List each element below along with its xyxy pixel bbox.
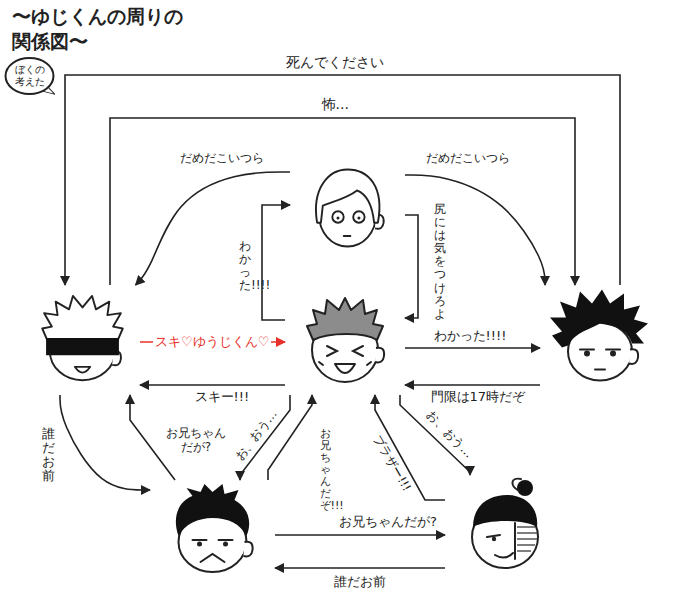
face-stroke bbox=[335, 364, 355, 373]
face-stroke bbox=[201, 554, 225, 562]
face-stroke bbox=[492, 537, 496, 541]
relation-label: 誰だお前 bbox=[332, 574, 388, 590]
relation-label: 門限は17時だぞ bbox=[429, 389, 528, 405]
relation-arrow bbox=[275, 534, 445, 536]
relation-arrow bbox=[268, 395, 312, 480]
relation-label: 尻には気をつけろよ bbox=[434, 203, 446, 322]
face-stroke bbox=[344, 235, 351, 237]
character-face bbox=[285, 285, 405, 395]
relation-label: だめだこいつら bbox=[178, 151, 266, 165]
face-drawing bbox=[540, 285, 660, 390]
face-stroke bbox=[584, 351, 590, 357]
relation-label: 死んでください bbox=[284, 54, 386, 71]
relation-arrow bbox=[65, 75, 620, 285]
face-stroke bbox=[610, 351, 616, 357]
character-face bbox=[290, 160, 405, 255]
face-stroke bbox=[223, 542, 228, 547]
face-drawing bbox=[25, 285, 140, 395]
face-stroke bbox=[244, 542, 253, 557]
relation-arrow bbox=[140, 384, 285, 386]
relation-arrow bbox=[262, 205, 290, 320]
relation-arrow bbox=[405, 175, 545, 285]
face-stroke bbox=[514, 523, 516, 559]
relation-label: 怖... bbox=[320, 96, 351, 113]
character-face bbox=[445, 475, 565, 575]
diagram-title: 〜ゆじくんの周りの 関係図〜 bbox=[12, 4, 207, 53]
relation-arrow bbox=[60, 395, 150, 490]
face-stroke bbox=[487, 535, 500, 537]
relation-label: だめだこいつら bbox=[424, 151, 512, 165]
face-drawing bbox=[290, 160, 405, 255]
face-stroke bbox=[193, 539, 233, 541]
face-stroke bbox=[512, 479, 521, 491]
face-stroke bbox=[580, 349, 620, 351]
relation-arrow bbox=[405, 384, 540, 386]
face-stroke bbox=[517, 480, 533, 496]
character-face bbox=[150, 480, 275, 580]
speech-bubble: ぼくの考えた bbox=[4, 56, 55, 96]
face-stroke bbox=[46, 338, 119, 355]
face-stroke bbox=[307, 298, 383, 340]
face-stroke bbox=[473, 495, 537, 527]
face-stroke bbox=[629, 349, 638, 364]
face-stroke bbox=[357, 216, 360, 219]
face-stroke bbox=[353, 346, 363, 356]
face-drawing bbox=[445, 475, 565, 575]
face-stroke bbox=[353, 211, 364, 222]
face-stroke bbox=[75, 367, 90, 373]
character-face bbox=[25, 285, 140, 395]
bubble-stroke bbox=[6, 58, 54, 94]
relation-label: スキー!!! bbox=[193, 389, 252, 405]
character-face bbox=[540, 285, 660, 390]
relation-label: お兄ちゃんだぞ!!! bbox=[320, 428, 331, 513]
relation-arrow bbox=[110, 118, 575, 285]
relation-label: 誰だお前 bbox=[42, 427, 55, 484]
relation-arrow bbox=[405, 347, 540, 349]
face-stroke bbox=[550, 290, 648, 348]
face-stroke bbox=[517, 527, 537, 551]
face-drawing bbox=[285, 285, 405, 395]
relation-label: お兄ちゃんだが? bbox=[337, 514, 439, 530]
relation-label: お、おう… bbox=[231, 406, 282, 465]
face-stroke bbox=[595, 369, 605, 371]
bubble-text: ぼくの考えた bbox=[13, 64, 46, 88]
face-drawing bbox=[150, 480, 275, 580]
face-stroke bbox=[336, 216, 339, 219]
face-stroke bbox=[332, 211, 343, 222]
relation-label: スキ♡ゆうじくん♡ bbox=[153, 334, 271, 350]
relation-label: わかった!!!! bbox=[239, 240, 251, 293]
face-stroke bbox=[375, 348, 384, 363]
face-stroke bbox=[42, 296, 123, 342]
face-stroke bbox=[495, 553, 513, 558]
face-stroke bbox=[319, 362, 371, 365]
relation-label: わかった!!!! bbox=[432, 328, 509, 344]
relation-label: お兄ちゃんだが? bbox=[164, 426, 228, 455]
face-stroke bbox=[327, 346, 337, 356]
face-stroke bbox=[197, 542, 202, 547]
relation-arrow bbox=[405, 215, 418, 318]
face-stroke bbox=[176, 484, 249, 536]
face-stroke bbox=[316, 170, 379, 223]
relation-arrow bbox=[136, 172, 290, 285]
relation-arrow bbox=[275, 567, 445, 569]
